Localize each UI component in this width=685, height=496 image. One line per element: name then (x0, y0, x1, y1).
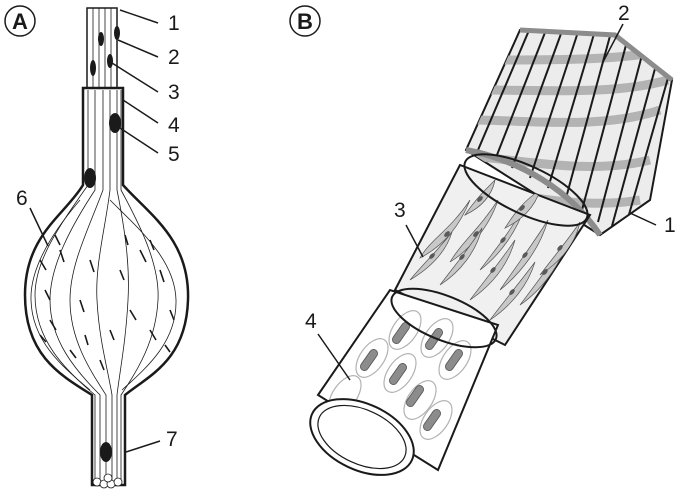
panel-a-label: A (12, 9, 28, 34)
panel-b-badge (289, 5, 321, 37)
label-b-1: 1 (664, 214, 676, 237)
label-b-2: 2 (618, 2, 630, 25)
middle-layer (393, 153, 592, 347)
panel-b: B (289, 2, 676, 476)
fiber-bundle (86, 7, 120, 91)
label-a-7: 7 (166, 428, 178, 451)
label-b-3: 3 (394, 199, 406, 222)
label-a-5: 5 (168, 143, 180, 166)
panel-a-leaders (29, 9, 161, 453)
label-a-2: 2 (168, 46, 180, 69)
label-a-3: 3 (168, 81, 180, 104)
panel-a: A (4, 5, 190, 489)
label-a-1: 1 (168, 12, 180, 35)
panel-a-badge (4, 5, 36, 37)
panel-b-leaders (317, 23, 657, 381)
label-a-4: 4 (168, 114, 180, 137)
panel-b-label: B (297, 9, 313, 34)
inner-tube (309, 287, 500, 476)
spindle-body (23, 86, 190, 489)
label-a-6: 6 (16, 187, 28, 210)
outer-layer (464, 27, 674, 237)
label-b-4: 4 (305, 310, 317, 333)
